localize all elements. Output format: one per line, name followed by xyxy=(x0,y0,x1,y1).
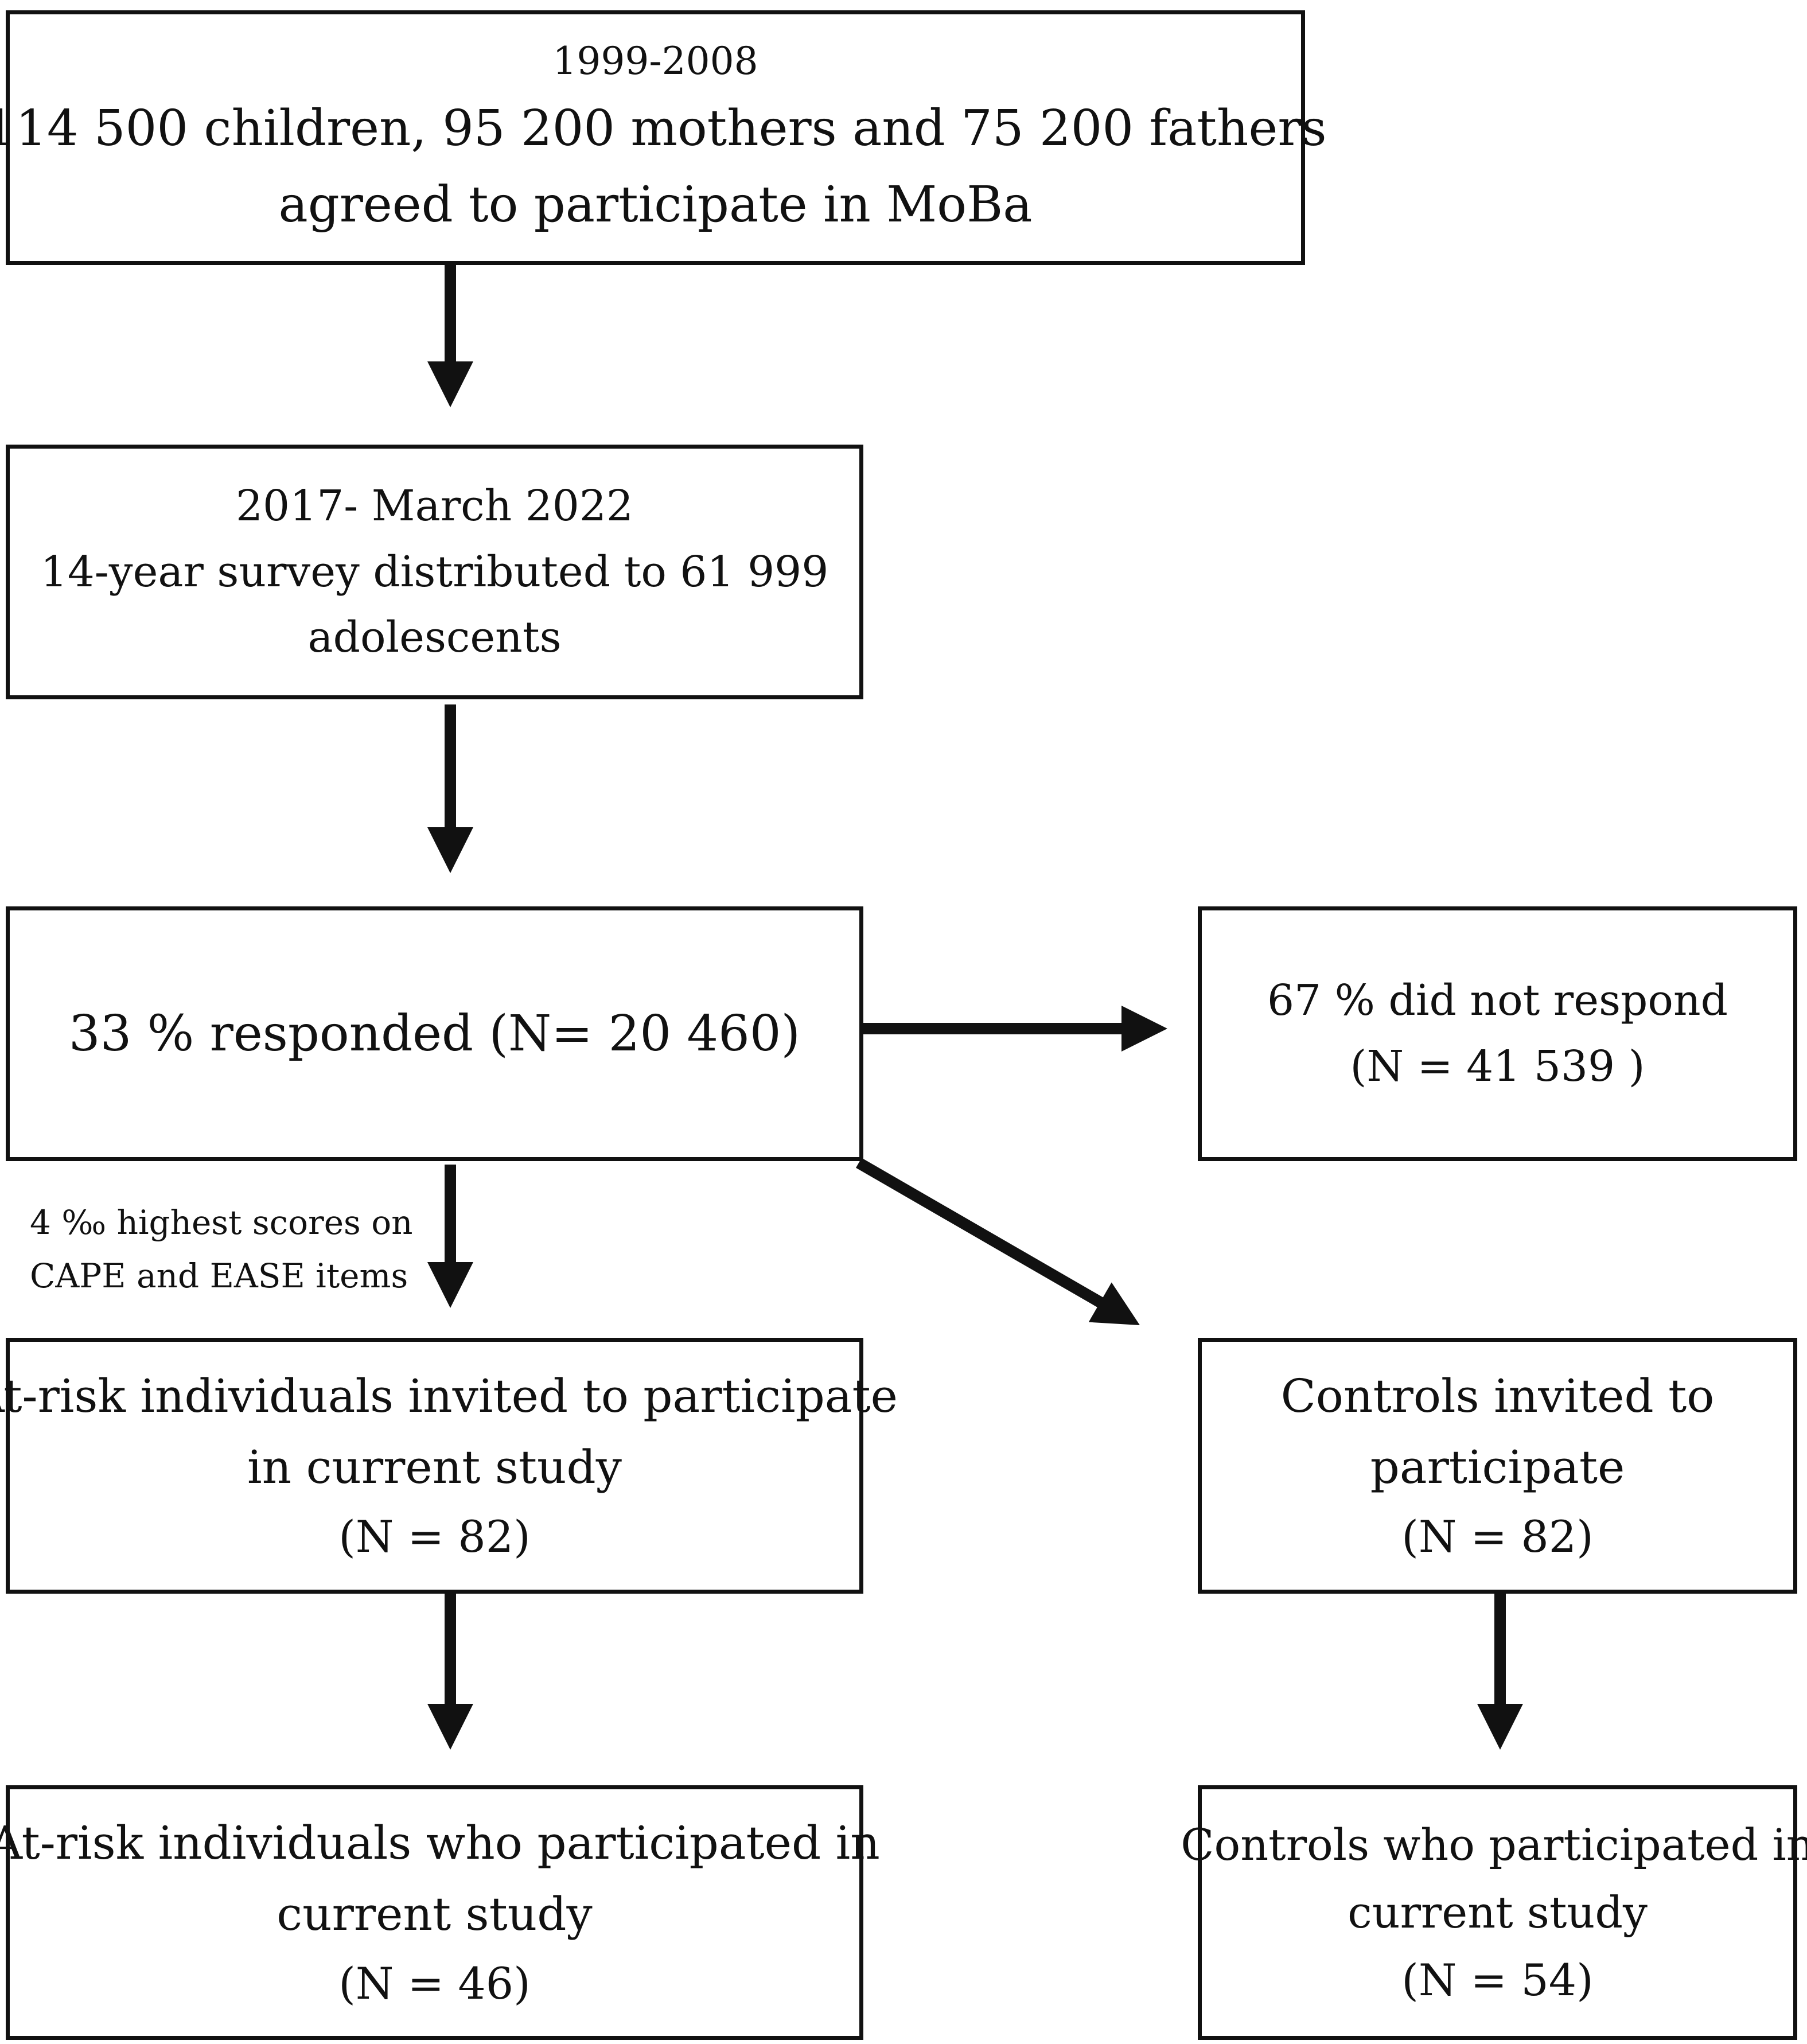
moba-participants: 114 500 children, 95 200 mothers and 75 … xyxy=(0,99,1327,157)
responded-box: 33 % responded (N= 20 460) xyxy=(6,906,863,1161)
atrisk-invited-count: (N = 82) xyxy=(338,1511,531,1563)
survey-period: 2017- March 2022 xyxy=(235,481,634,531)
controls-participated-box: Controls who participated in current stu… xyxy=(1181,1785,1807,2040)
not-responded-count: (N = 41 539 ) xyxy=(1350,1042,1645,1091)
survey-recipients: adolescents xyxy=(307,613,562,663)
atrisk-invited-line-1: At-risk individuals invited to participa… xyxy=(0,1369,898,1423)
controls-invited-line-2: participate xyxy=(1370,1440,1625,1494)
atrisk-invited-box: At-risk individuals invited to participa… xyxy=(0,1338,898,1594)
controls-invited-box: Controls invited to participate (N = 82) xyxy=(1198,1338,1797,1594)
selection-criterion-line-1: 4 ‰ highest scores on xyxy=(30,1203,413,1242)
controls-invited-count: (N = 82) xyxy=(1401,1511,1594,1563)
atrisk-participated-line-1: At-risk individuals who participated in xyxy=(0,1816,880,1870)
selection-criterion-line-2: CAPE and EASE items xyxy=(30,1256,408,1295)
controls-participated-line-1: Controls who participated in xyxy=(1181,1819,1807,1871)
moba-recruitment-box: 1999-2008 114 500 children, 95 200 mothe… xyxy=(0,10,1327,265)
controls-participated-line-2: current study xyxy=(1348,1887,1648,1938)
arrow-responded-to-controls-invited xyxy=(855,1158,1140,1326)
atrisk-participated-line-2: current study xyxy=(276,1887,593,1941)
survey-box: 2017- March 2022 14-year survey distribu… xyxy=(6,445,863,699)
not-responded-text: 67 % did not respond xyxy=(1267,976,1728,1026)
controls-invited-line-1: Controls invited to xyxy=(1280,1369,1715,1423)
atrisk-participated-count: (N = 46) xyxy=(338,1958,531,2010)
not-responded-box: 67 % did not respond (N = 41 539 ) xyxy=(1198,906,1797,1161)
controls-participated-count: (N = 54) xyxy=(1401,1954,1594,2006)
atrisk-participated-box: At-risk individuals who participated in … xyxy=(0,1785,880,2040)
moba-period: 1999-2008 xyxy=(552,38,758,83)
moba-agreed: agreed to participate in MoBa xyxy=(278,176,1033,234)
survey-distribution: 14-year survey distributed to 61 999 xyxy=(40,547,829,597)
responded-text: 33 % responded (N= 20 460) xyxy=(68,1005,801,1062)
selection-criterion-label: 4 ‰ highest scores on CAPE and EASE item… xyxy=(30,1196,413,1303)
atrisk-invited-line-2: in current study xyxy=(247,1440,622,1494)
